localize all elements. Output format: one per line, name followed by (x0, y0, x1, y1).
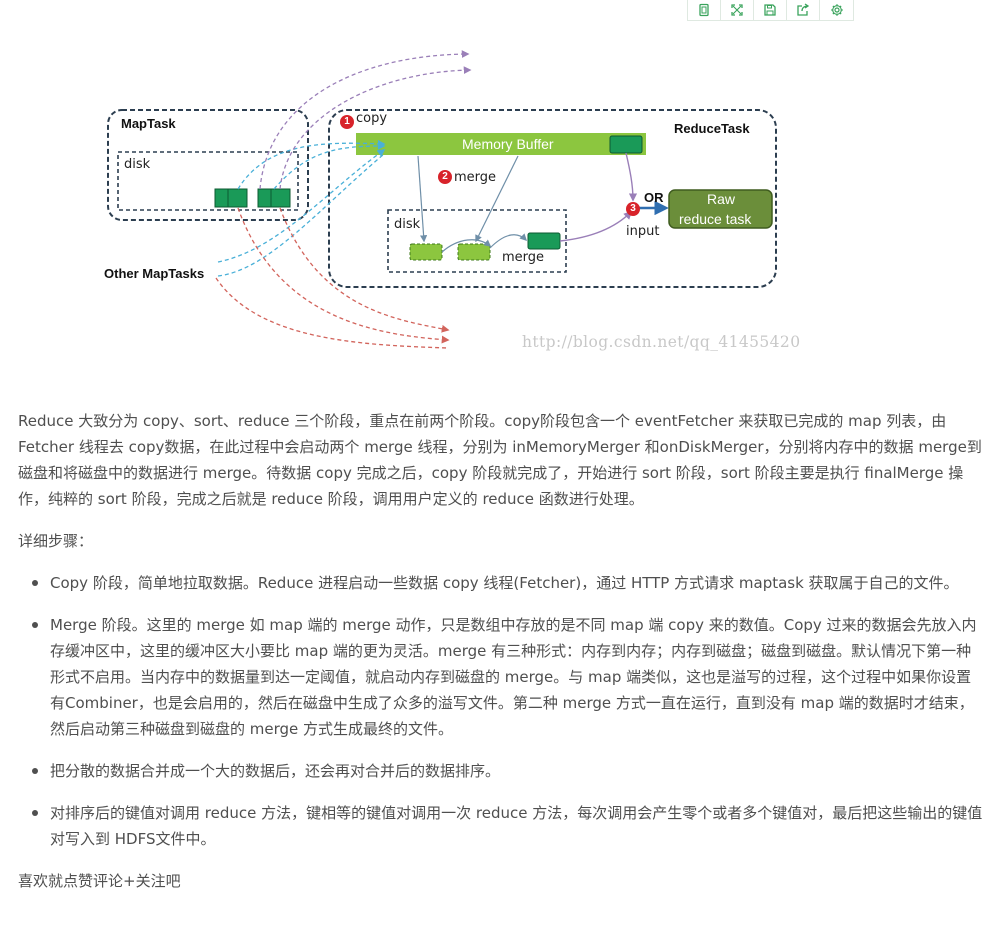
disk-merged-segment (527, 232, 561, 250)
diagram-graphics (107, 50, 777, 349)
reducetask-label: ReduceTask (674, 121, 750, 136)
reduce-phase-diagram: MapTask disk Other MapTasks ReduceTask 1… (98, 40, 858, 360)
memory-buffer-segment (609, 135, 643, 154)
or-label: OR (644, 190, 664, 205)
steps-list: Copy 阶段，简单地拉取数据。Reduce 进程启动一些数据 copy 线程(… (18, 570, 986, 852)
memory-buffer-label: Memory Buffer (462, 136, 554, 152)
step-1-badge: 1 (340, 115, 354, 129)
maptask-label: MapTask (121, 116, 176, 131)
article-body: Reduce 大致分为 copy、sort、reduce 三个阶段，重点在前两个… (18, 408, 986, 894)
step-2-badge: 2 (438, 170, 452, 184)
intro-paragraph: Reduce 大致分为 copy、sort、reduce 三个阶段，重点在前两个… (18, 412, 982, 508)
closing-text: 喜欢就点赞评论+关注吧 (18, 872, 181, 890)
memory-buffer (356, 133, 646, 155)
watermark: http://blog.csdn.net/qq_41455420 (522, 333, 801, 351)
detail-heading: 详细步骤： (18, 532, 94, 550)
share-button[interactable] (787, 0, 820, 20)
save-button[interactable] (754, 0, 787, 20)
other-maptasks-label: Other MapTasks (104, 266, 205, 281)
map-output-segment (257, 188, 291, 208)
maptask-box (107, 109, 309, 221)
maptask-disk-label: disk (124, 157, 151, 172)
reduce-disk-label: disk (394, 217, 421, 232)
fullscreen-button[interactable] (721, 0, 754, 20)
input-label: input (626, 224, 660, 239)
list-item: Merge 阶段。这里的 merge 如 map 端的 merge 动作，只是数… (32, 612, 986, 742)
save-icon (764, 4, 776, 16)
reduce-disk-box (387, 209, 567, 273)
disk-segment (457, 243, 491, 261)
list-item: Copy 阶段，简单地拉取数据。Reduce 进程启动一些数据 copy 线程(… (32, 570, 986, 596)
disk-merge-label: merge (502, 250, 545, 265)
list-item: 对排序后的键值对调用 reduce 方法，键相等的键值对调用一次 reduce … (32, 800, 986, 852)
expand-icon (731, 4, 743, 16)
disk-segment (409, 243, 443, 261)
copy-icon (699, 3, 709, 17)
raw-reduce-task-box (668, 189, 773, 229)
copy-button[interactable] (688, 0, 721, 20)
settings-icon (830, 4, 843, 16)
map-output-segment (214, 188, 248, 208)
list-item: 把分散的数据合并成一个大的数据后，还会再对合并后的数据排序。 (32, 758, 986, 784)
step-3-badge: 3 (626, 202, 640, 216)
step-1-label: copy (356, 111, 388, 126)
step-2-label: merge (454, 170, 497, 185)
code-toolbar (687, 0, 854, 21)
settings-button[interactable] (820, 0, 853, 20)
share-icon (797, 3, 810, 16)
raw-reduce-line2: reduce task (679, 211, 752, 227)
raw-reduce-line1: Raw (707, 191, 736, 207)
